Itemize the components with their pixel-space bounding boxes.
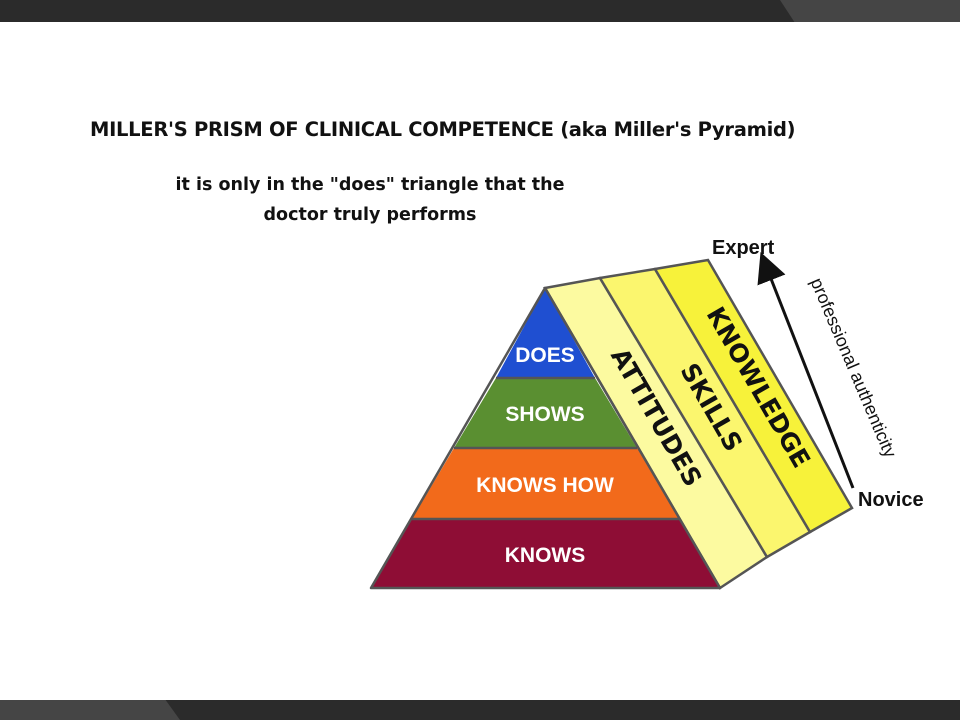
subtitle-line-1: it is only in the "does" triangle that t… bbox=[175, 175, 565, 195]
pyramid-label-shows: SHOWS bbox=[505, 403, 584, 426]
pyramid-front: DOES SHOWS KNOWS HOW KNOWS bbox=[369, 286, 722, 590]
bottom-banner bbox=[0, 700, 960, 720]
pyramid-level-shows bbox=[454, 378, 637, 448]
prism-face-knowledge bbox=[653, 258, 854, 534]
pyramid-label-knows-how: KNOWS HOW bbox=[476, 474, 614, 497]
axis-label-novice: Novice bbox=[858, 489, 924, 511]
pyramid-level-does bbox=[496, 288, 595, 378]
slide-subtitle: it is only in the "does" triangle that t… bbox=[140, 170, 600, 230]
slide-title: MILLER'S PRISM OF CLINICAL COMPETENCE (a… bbox=[90, 118, 796, 141]
pyramid-level-knows-how bbox=[412, 448, 679, 519]
axis-label-professional-authenticity: professional authenticity bbox=[807, 275, 901, 461]
axis-label-expert: Expert bbox=[712, 237, 775, 259]
top-banner bbox=[0, 0, 960, 22]
pyramid-label-knows: KNOWS bbox=[505, 544, 586, 567]
axis-arrow bbox=[757, 252, 855, 489]
subtitle-line-2: doctor truly performs bbox=[263, 205, 477, 225]
pyramid-label-does: DOES bbox=[515, 344, 575, 367]
pyramid-level-knows bbox=[371, 519, 720, 588]
